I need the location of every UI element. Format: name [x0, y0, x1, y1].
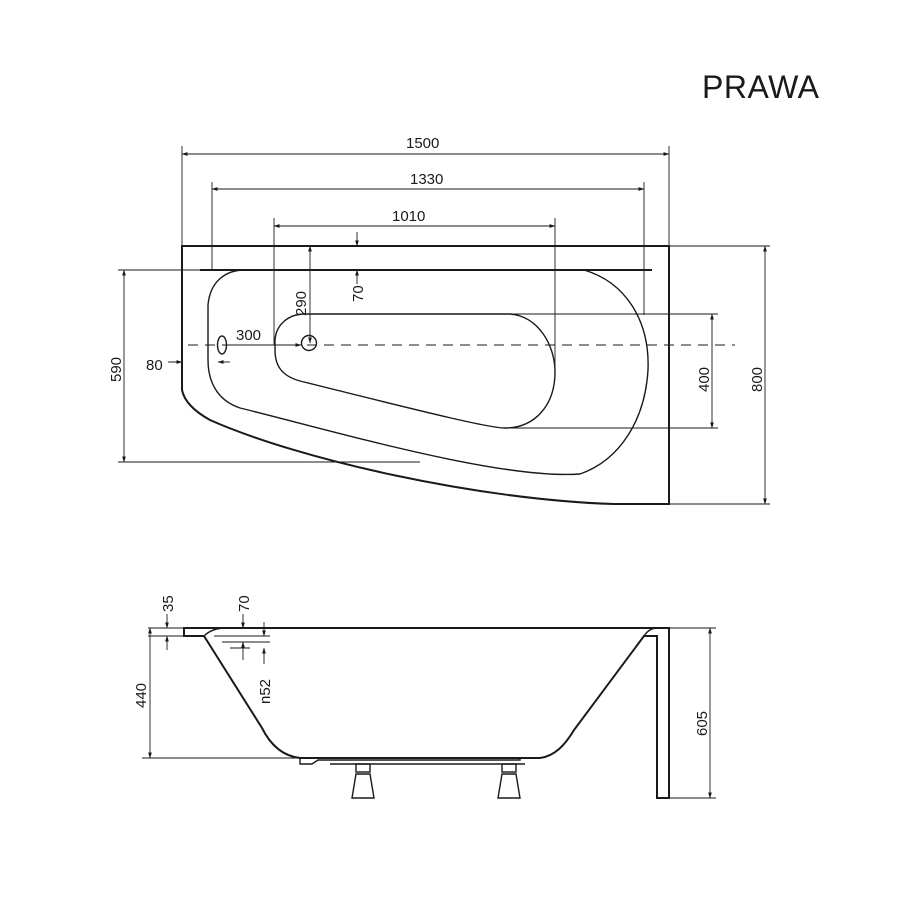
top-bottom-area	[274, 313, 556, 429]
top-outer-outline	[181, 245, 670, 505]
dim-overflow-offset: 80	[146, 357, 163, 374]
side-base	[299, 758, 521, 765]
dim-overflow-depth: 70	[236, 595, 253, 612]
dim-drain-offset-x: 300	[236, 327, 261, 344]
side-view: 35 70 n52 440 605	[133, 595, 716, 799]
dim-depth-total: 800	[749, 367, 766, 392]
dim-height-total: 605	[694, 711, 711, 736]
dim-rim-thickness: 35	[160, 595, 177, 612]
foot-right	[497, 763, 521, 799]
top-view: 1500 1330 1010 800 400 590 290 70	[108, 135, 770, 505]
dim-width-bottom: 1010	[392, 208, 425, 225]
drain-icon	[300, 334, 318, 352]
dim-width-inner: 1330	[410, 171, 443, 188]
dim-width-total: 1500	[406, 135, 439, 152]
side-rim-curve	[203, 627, 227, 637]
side-body-outline	[183, 627, 670, 799]
side-label: PRAWA	[702, 69, 820, 105]
dim-overflow-size: n52	[257, 679, 274, 704]
top-inner-basin	[207, 269, 649, 476]
foot-left	[351, 763, 375, 799]
dim-depth-inner: 440	[133, 683, 150, 708]
dim-depth-left: 590	[108, 357, 125, 382]
dim-bottom-depth: 400	[696, 367, 713, 392]
dim-bottom-offset-y: 290	[293, 291, 310, 316]
dim-rim-offset: 70	[350, 285, 367, 302]
